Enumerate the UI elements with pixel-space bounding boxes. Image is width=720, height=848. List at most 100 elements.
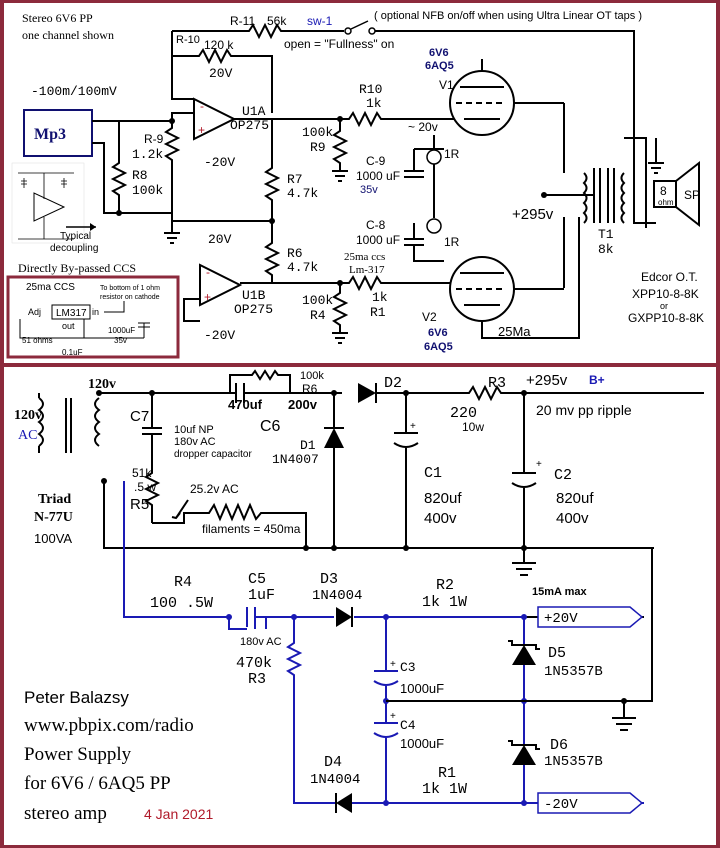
credit-line2: for 6V6 / 6AQ5 PP (24, 773, 171, 794)
c8-label: C-8 (366, 218, 386, 232)
u1b-neg: -20V (204, 328, 235, 343)
v1-label: V1 (439, 78, 454, 92)
ccs-note2: Lm-317 (349, 264, 385, 276)
c4-label: C4 (400, 718, 416, 733)
d3-label: D3 (320, 571, 338, 588)
inset-cap: 1000uF (108, 326, 135, 335)
triad-va: 100VA (34, 531, 72, 546)
d6-zener (512, 745, 536, 765)
ground-rail (103, 481, 654, 549)
r4-value: 100 .5W (150, 595, 213, 612)
c9-label: C-9 (366, 154, 386, 168)
c6-label: C6 (260, 418, 281, 435)
c5-capacitor (246, 607, 256, 627)
speaker-ohm-unit: ohm (658, 198, 674, 207)
author-url: www.pbpix.com/radio (24, 715, 194, 736)
v2-label: V2 (422, 310, 437, 324)
t1-value: 8k (598, 242, 614, 257)
d4-diode (336, 793, 352, 813)
nfb-note: ( optional NFB on/off when using Ultra L… (374, 10, 642, 22)
u1b-label: U1B (242, 288, 266, 303)
r3-bleed-label: R3 (248, 671, 266, 688)
u1a-neg: -20V (204, 155, 235, 170)
title-line2: one channel shown (22, 28, 114, 42)
sw1-label: sw-1 (307, 14, 333, 28)
c2-label: C2 (554, 467, 572, 484)
svg-text:-: - (200, 99, 204, 113)
c1-label: C1 (424, 465, 442, 482)
r9-resistor (163, 113, 181, 233)
edcor-line4: GXPP10-8-8K (628, 311, 704, 325)
inset-adj: Adj (28, 307, 41, 317)
r10-value: 120 k (204, 38, 234, 52)
speaker-ohm-num: 8 (660, 184, 667, 198)
c9-value: 1000 uF (356, 169, 400, 183)
onr-top: 1R (444, 147, 460, 161)
c9-capacitor (404, 149, 424, 178)
inset-title: 25ma CCS (26, 282, 75, 293)
inset-lm317: LM317 (56, 308, 87, 319)
r4-pot (331, 283, 349, 333)
d3-diode (336, 607, 352, 627)
fullness-note: open = "Fullness" on (284, 37, 394, 51)
r9-label: R-9 (144, 132, 164, 146)
ground-symbol (164, 232, 180, 244)
c7-note2: 180v AC (174, 436, 216, 448)
input-wire (92, 112, 194, 122)
c6-voltage: 200v (288, 397, 318, 412)
r9-value: 1.2k (132, 147, 163, 162)
inset-note1: To bottom of 1 ohm (100, 285, 160, 292)
r9-pot (331, 119, 349, 171)
r10b-value: 1k (366, 96, 382, 111)
inset-out: out (62, 321, 75, 331)
d4-label: D4 (324, 754, 342, 771)
edcor-line1: Edcor O.T. (641, 270, 698, 284)
bplus-top: +295v (512, 206, 554, 223)
d3-part: 1N4004 (312, 588, 362, 604)
c3-label: C3 (400, 660, 416, 675)
section-divider (4, 363, 716, 367)
r7-value: 4.7k (287, 186, 318, 201)
r2-value: 1k 1W (422, 594, 467, 611)
c1-voltage: 400v (424, 510, 457, 527)
ac-voltage: 120v (14, 408, 42, 423)
v1-type: 6V6 (429, 47, 449, 59)
r4-c5 (132, 616, 304, 630)
c8-value: 1000 uF (356, 233, 400, 247)
svg-text:+: + (204, 290, 211, 304)
r3-bleeder (285, 617, 336, 804)
r5-label: R5 (130, 496, 149, 513)
r9-pot-label: R9 (310, 140, 326, 155)
c8-capacitor (404, 223, 444, 262)
decoupling-text: decoupling (50, 243, 98, 254)
v1-heater-volts: ~ 20v (408, 120, 438, 134)
r10-label: R-10 (176, 34, 200, 46)
c5-value: 1uF (248, 587, 275, 604)
ma25-label: 25Ma (498, 324, 531, 339)
svg-text:-: - (206, 265, 210, 279)
r11-value: 56k (267, 14, 287, 28)
d2-label: D2 (384, 375, 402, 392)
u1b-part: OP275 (234, 302, 273, 317)
plus20-terminal (537, 606, 644, 628)
ccs-note1: 25ma ccs (344, 251, 385, 263)
mp3-label: Mp3 (34, 126, 66, 143)
speaker-label: SP (684, 188, 700, 202)
decoupling-sketch (11, 162, 96, 244)
u1a-pos: 20V (209, 66, 233, 81)
minus20-terminal (537, 792, 644, 814)
r3-label: R3 (488, 375, 506, 392)
triad-part: N-77U (34, 510, 73, 525)
r6-bleed-label: R6 (302, 382, 318, 396)
secondary-voltage: 120v (88, 377, 116, 392)
inset-note2: resistor on cathode (100, 294, 160, 301)
c7-note1: 10uf NP (174, 424, 214, 436)
t1-transformer (593, 168, 615, 223)
onr-bot: 1R (444, 235, 460, 249)
r3-value: 220 (450, 405, 477, 422)
triad-name: Triad (38, 492, 71, 507)
r2-label: R2 (436, 577, 454, 594)
ac-label: AC (18, 428, 37, 443)
r7-label: R7 (287, 172, 303, 187)
svg-text:+: + (390, 659, 396, 670)
